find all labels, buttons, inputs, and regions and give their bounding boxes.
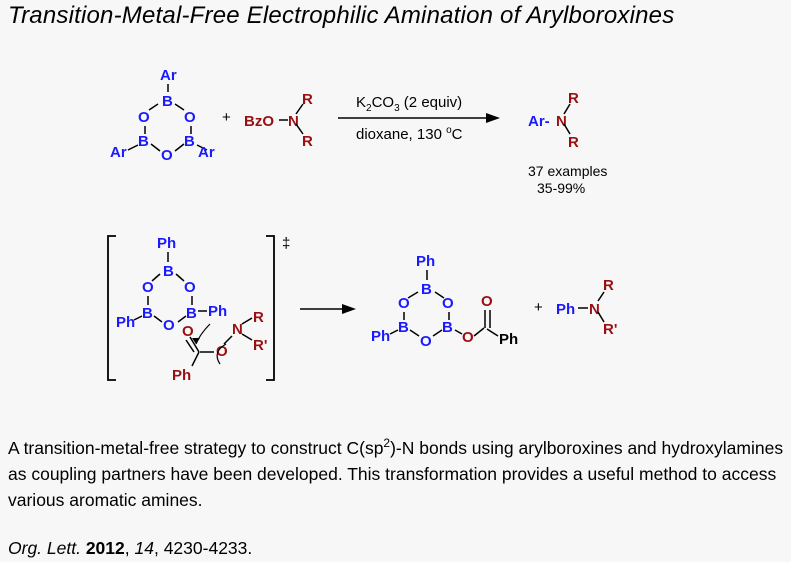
- mechanism-arrow: [300, 304, 356, 314]
- reagent-r-top: R: [302, 91, 313, 108]
- double-dagger-symbol: ‡: [282, 235, 290, 252]
- transition-state-structure: Ph B O O B B O Ph Ph N R R' O O Ph: [116, 235, 267, 384]
- boroxine-ester-product: Ph B O O B B O Ph O O Ph: [371, 253, 518, 350]
- examples-count: 37 examples: [528, 163, 607, 179]
- boroxine-o-right: O: [184, 109, 196, 126]
- citation: Org. Lett. 2012, 14, 4230-4233.: [8, 538, 253, 558]
- aniline-r: R: [603, 277, 614, 294]
- boroxine-ar-left: Ar: [110, 144, 127, 161]
- citation-year: 2012: [85, 538, 125, 558]
- boroxine-b-top: B: [162, 93, 173, 110]
- aniline-r-prime: R': [603, 321, 617, 338]
- prod-ph-left: Ph: [371, 328, 390, 345]
- prod-o-left: O: [398, 295, 410, 312]
- ts-o-left: O: [142, 279, 154, 296]
- ts-ester-o: O: [216, 343, 228, 360]
- reagent-n: N: [288, 113, 299, 130]
- boroxine-o-bottom: O: [161, 147, 173, 164]
- boroxine-b-left: B: [138, 133, 149, 150]
- boroxine-ar-right: Ar: [198, 144, 215, 161]
- reaction-arrow: [338, 113, 500, 123]
- boroxine-b-right: B: [184, 133, 195, 150]
- ts-n: N: [232, 321, 243, 338]
- product-r-top: R: [568, 90, 579, 107]
- prod-o-bottom: O: [420, 333, 432, 350]
- product-n: N: [556, 113, 567, 130]
- page-title: Transition-Metal-Free Electrophilic Amin…: [8, 2, 675, 29]
- reaction-scheme: Ar B O O B B O Ar Ar + BzO N R R K2CO3 (…: [107, 67, 617, 384]
- prod-ester-o: O: [462, 329, 474, 346]
- plus-sign-bottom: +: [534, 299, 543, 316]
- ts-o-right: O: [184, 279, 196, 296]
- citation-volume: 14: [134, 538, 154, 558]
- arylboroxine-structure: Ar B O O B B O Ar Ar: [110, 67, 215, 164]
- prod-carbonyl-o: O: [481, 293, 493, 310]
- aniline-product: Ph N R R': [556, 277, 617, 338]
- ts-b-right: B: [186, 305, 197, 322]
- aniline-ph: Ph: [556, 301, 575, 318]
- product-amine: Ar- N R R: [528, 90, 579, 151]
- ts-ph-left: Ph: [116, 314, 135, 331]
- citation-journal: Org. Lett.: [8, 538, 81, 558]
- ts-o-bottom: O: [163, 317, 175, 334]
- prod-b-top: B: [421, 281, 432, 298]
- prod-ph-top: Ph: [416, 253, 435, 270]
- description-superscript: 2: [383, 436, 391, 450]
- ts-r-prime: R': [253, 337, 267, 354]
- ts-r: R: [253, 309, 264, 326]
- ts-b-left: B: [142, 305, 153, 322]
- plus-sign-top: +: [222, 109, 231, 126]
- ts-ph-bottom: Ph: [172, 367, 191, 384]
- aniline-n: N: [589, 301, 600, 318]
- yield-range: 35-99%: [537, 180, 585, 196]
- citation-pages: 4230-4233.: [163, 538, 253, 558]
- ts-ph-top: Ph: [157, 235, 176, 252]
- ts-carbonyl-o: O: [182, 323, 194, 340]
- product-ar: Ar-: [528, 113, 550, 130]
- description-part-1: A transition-metal-free strategy to cons…: [8, 437, 384, 458]
- ts-b-top: B: [163, 263, 174, 280]
- bzo-label: BzO: [244, 113, 274, 130]
- prod-o-right: O: [442, 295, 454, 312]
- conditions-solvent: dioxane, 130 oC: [356, 125, 463, 143]
- boroxine-o-left: O: [138, 109, 150, 126]
- conditions-base: K2CO3 (2 equiv): [356, 94, 462, 114]
- description-part-2: )-N bonds using arylboroxines and hydrox…: [8, 437, 784, 510]
- hydroxylamine-reagent: BzO N R R: [244, 91, 313, 150]
- prod-ph-ester: Ph: [499, 331, 518, 348]
- reagent-r-bottom: R: [302, 133, 313, 150]
- boroxine-ar-top: Ar: [160, 67, 177, 84]
- product-r-bottom: R: [568, 134, 579, 151]
- transition-state-brackets: [107, 235, 275, 381]
- prod-b-right: B: [442, 319, 453, 336]
- ts-ph-right: Ph: [208, 303, 227, 320]
- prod-b-left: B: [398, 319, 409, 336]
- description-text: A transition-metal-free strategy to cons…: [8, 430, 788, 513]
